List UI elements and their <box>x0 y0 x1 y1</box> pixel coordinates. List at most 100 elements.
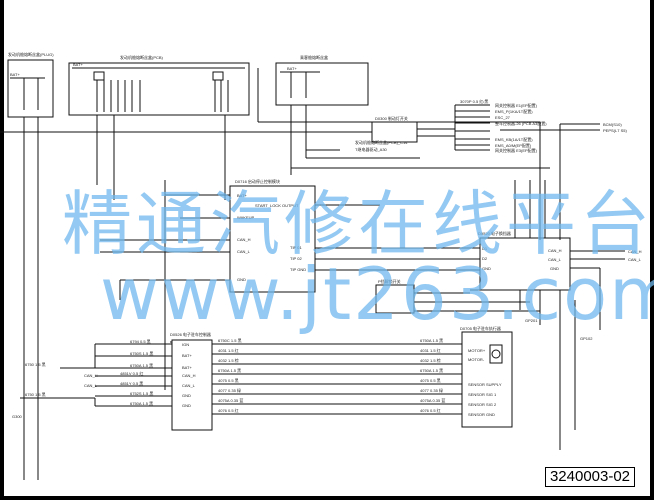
pin-label: GND <box>482 266 491 271</box>
wire-label: 4075 0.5 黑 <box>420 378 441 383</box>
wire-label: 6750 1.5 黑 <box>25 362 46 367</box>
pin-label: CAN_L <box>548 257 562 262</box>
bat-label: BAT+ <box>287 66 297 71</box>
switch-title: P挡解锁开关 <box>378 278 401 284</box>
frame-border-bottom <box>0 496 654 500</box>
wire-label: 6752S 1.5 黑 <box>130 391 153 396</box>
relay-r6 <box>93 71 105 81</box>
wire-dest: 网关控制器 E3(EP配置) <box>495 147 538 153</box>
ground-label: GP102 <box>580 336 593 341</box>
wire-label: 4077 0.35 绿 <box>420 387 443 393</box>
epb-controller-e005 <box>171 339 213 431</box>
pin-label: CAN_H <box>182 373 196 378</box>
wire-label: 4077 0.35 绿 <box>218 387 241 393</box>
wire-label: 4076 0.5 红 <box>218 407 239 413</box>
pin-label: CAN_H <box>237 237 251 242</box>
start-stop-module-d076 <box>229 185 316 293</box>
frame-border-right <box>650 0 654 500</box>
motor-symbol <box>489 344 503 364</box>
cabin-box-title: 乘客舱熔断丝盒 <box>300 54 328 60</box>
pin-label: CAN_L <box>182 383 196 388</box>
pin-label: MOTOR+ <box>468 348 486 353</box>
wire-label: 4031 1.5 红 <box>420 347 441 353</box>
pin-label: IGN <box>182 342 189 347</box>
pcb-fuse-box <box>68 62 250 116</box>
wire-label: 6794 0.5 黑 <box>130 339 151 344</box>
brake-switch-d030 <box>371 121 418 143</box>
wire-label: 6750A 1.5 黑 <box>218 368 241 373</box>
pin-label: MOTOR- <box>468 357 485 362</box>
frame-border-left <box>0 0 4 500</box>
wire-label: 6750A 1.5 黑 <box>130 401 153 406</box>
wire-label: 3070P 0.5 红/黑 <box>460 98 488 104</box>
cabin-fuse-box <box>275 62 369 106</box>
p-unlock-switch <box>375 284 415 314</box>
shifter-module-d052 <box>479 237 571 291</box>
wire-label: 4075A 0.35 蓝 <box>420 397 445 403</box>
pin-label: D1 <box>482 246 488 251</box>
brake-switch-title: D0300 制动灯开关 <box>375 115 408 121</box>
wire-dest: 网关控制器 E1(EP配置) <box>495 102 538 108</box>
pin-label: BAT+ <box>182 353 192 358</box>
d076-title: D0716 启动停止控制模块 <box>235 178 280 184</box>
pin-label: GND <box>237 277 246 282</box>
pin-label: GND <box>182 403 191 408</box>
wire-dest: PEPS(L7 S5) <box>603 128 627 133</box>
ecu-title: D0526 电子驻车控制器 <box>170 331 211 337</box>
pin-label: GND <box>550 266 559 271</box>
wire-label: 4032 1.5 棕 <box>218 357 239 363</box>
wire-label: 6750A 1.5 黑 <box>420 368 443 373</box>
pin-label: SENSOR SIG 1 <box>468 392 497 397</box>
pin-label: D2 <box>482 256 488 261</box>
epb-actuator-d078 <box>461 331 513 428</box>
pin-label: CAN_H <box>548 248 562 253</box>
pin-label: TIP 02 <box>290 256 302 261</box>
plug-box-title: 发动机舱熔断丝盒(PLUG) <box>8 51 54 57</box>
pin-label: SENSOR SIG 2 <box>468 402 497 407</box>
wire-label: 4075 0.5 黑 <box>218 378 239 383</box>
can-l-label: CAN_L <box>84 383 98 388</box>
wire-label: 4851V 0.5 红 <box>120 370 143 376</box>
relay-r8 <box>212 71 224 81</box>
document-id-label: 3240003-02 <box>545 467 635 487</box>
wire-dest: 发动机舱熔断丝盒(PCB)_C14 <box>355 139 408 145</box>
pin-label: TIP 01 <box>290 245 302 250</box>
ground-label: G300 <box>12 414 23 419</box>
wire-dest: EMS_P(1KA/1T配置) <box>495 108 533 114</box>
pcb-box-title: 发动机舱熔断丝盒(PCB) <box>120 54 164 60</box>
wire-label: 6750C 1.5 黑 <box>218 338 242 343</box>
wire-dest: EMS_KB(1A/1T配置) <box>495 136 533 142</box>
d052-title: D0520 电子换挡器 <box>478 230 511 236</box>
wire-dest: EMS_A0/M(EP配置) <box>495 142 532 148</box>
pin-label: SENSOR SUPPLY <box>468 382 502 387</box>
wire-dest: ESC_27 <box>495 115 511 120</box>
wire-dest: 整车控制器-26 (PCB A3配置) <box>495 120 547 126</box>
ground-label: GP201 <box>525 318 538 323</box>
wire-label: 4031 1.5 红 <box>218 347 239 353</box>
wire-dest: T继电器驱动_A30 <box>355 146 388 152</box>
plug-fuse-box <box>7 59 54 118</box>
wire-label: 4032 1.5 棕 <box>420 357 441 363</box>
wire-label: 4075A 0.35 蓝 <box>218 397 243 403</box>
pin-label: SENSOR GND <box>468 412 495 417</box>
can-h-label: CAN_H <box>84 373 98 378</box>
pin-label: WAKEUP <box>237 215 255 220</box>
wire-label: 4851Y 0.5 黑 <box>120 381 143 386</box>
pin-label: CAN_L <box>237 249 251 254</box>
can-l-label: CAN_L <box>628 257 642 262</box>
wire-label: 6750A 1.5 黑 <box>130 363 153 368</box>
wire-dest: BCM(S10) <box>603 122 622 127</box>
actuator-title: D0705 电子驻车执行器 <box>460 325 501 331</box>
pin-label: GND <box>182 393 191 398</box>
bat-label: BAT+ <box>10 72 20 77</box>
pin-label: BAT+ <box>237 193 247 198</box>
wire-label: 6750S 1.5 黑 <box>130 351 153 356</box>
wire-label: 4076 0.5 红 <box>420 407 441 413</box>
wire-label: 6750A 1.5 黑 <box>420 338 443 343</box>
wire-label: 6750 1.5 黑 <box>25 392 46 397</box>
bat-label: BAT+ <box>73 62 83 67</box>
pin-label: BAT+ <box>182 365 192 370</box>
pin-label: START_LOCK OUTPUT <box>255 203 299 208</box>
